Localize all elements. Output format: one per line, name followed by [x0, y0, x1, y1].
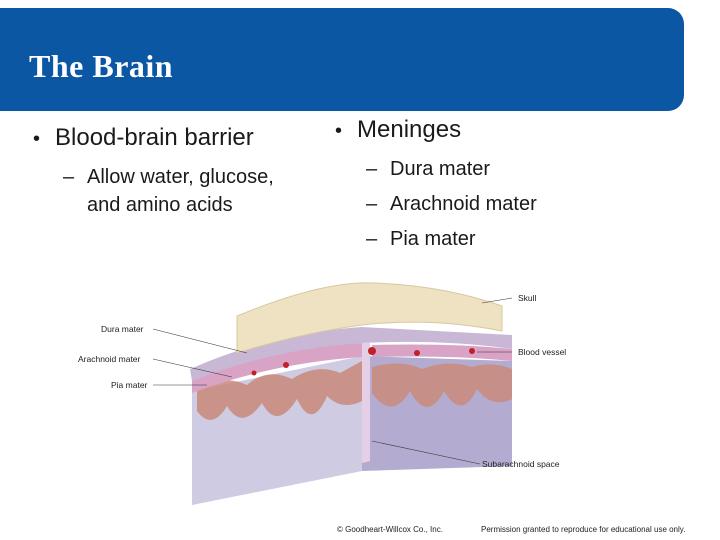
- arachnoid-layer: [192, 343, 362, 393]
- blood-vessel-dot: [368, 347, 376, 355]
- footer-permission: Permission granted to reproduce for educ…: [481, 525, 686, 534]
- footer-copyright: © Goodheart-Willcox Co., Inc.: [337, 525, 443, 534]
- sub-bullet-allow: –Allow water, glucose, and amino acids: [63, 163, 274, 219]
- bullet-text: Meninges: [357, 116, 462, 143]
- label-blood-vessel: Blood vessel: [518, 347, 566, 357]
- bullet-meninges: • Meninges: [335, 116, 461, 144]
- sub-bullet-line1: Allow water, glucose,: [87, 166, 274, 188]
- title-banner: The Brain: [0, 8, 684, 111]
- list-item-dura: –Dura mater: [366, 158, 491, 180]
- skull-layer: [236, 282, 503, 354]
- label-dura-mater: Dura mater: [101, 324, 144, 334]
- bullet-dot-icon: •: [33, 128, 41, 150]
- bullet-blood-brain-barrier: • Blood-brain barrier: [33, 124, 254, 152]
- dash-icon: –: [63, 166, 75, 188]
- list-item-pia: –Pia mater: [366, 228, 476, 250]
- label-arachnoid-mater: Arachnoid mater: [78, 354, 141, 364]
- list-item-arachnoid: –Arachnoid mater: [366, 193, 537, 215]
- label-skull: Skull: [518, 293, 537, 303]
- meninges-illustration: Dura mater Arachnoid mater Pia mater Sku…: [72, 281, 582, 505]
- bullet-dot-icon: •: [335, 120, 343, 142]
- dura-layer: [190, 327, 512, 381]
- sub-bullet-line2: and amino acids: [87, 194, 233, 216]
- bullet-text: Blood-brain barrier: [55, 124, 254, 151]
- label-subarachnoid-space: Subarachnoid space: [482, 459, 560, 469]
- slide-title: The Brain: [29, 48, 174, 84]
- meninges-list: –Dura mater –Arachnoid mater –Pia mater: [366, 152, 537, 257]
- label-pia-mater: Pia mater: [111, 380, 148, 390]
